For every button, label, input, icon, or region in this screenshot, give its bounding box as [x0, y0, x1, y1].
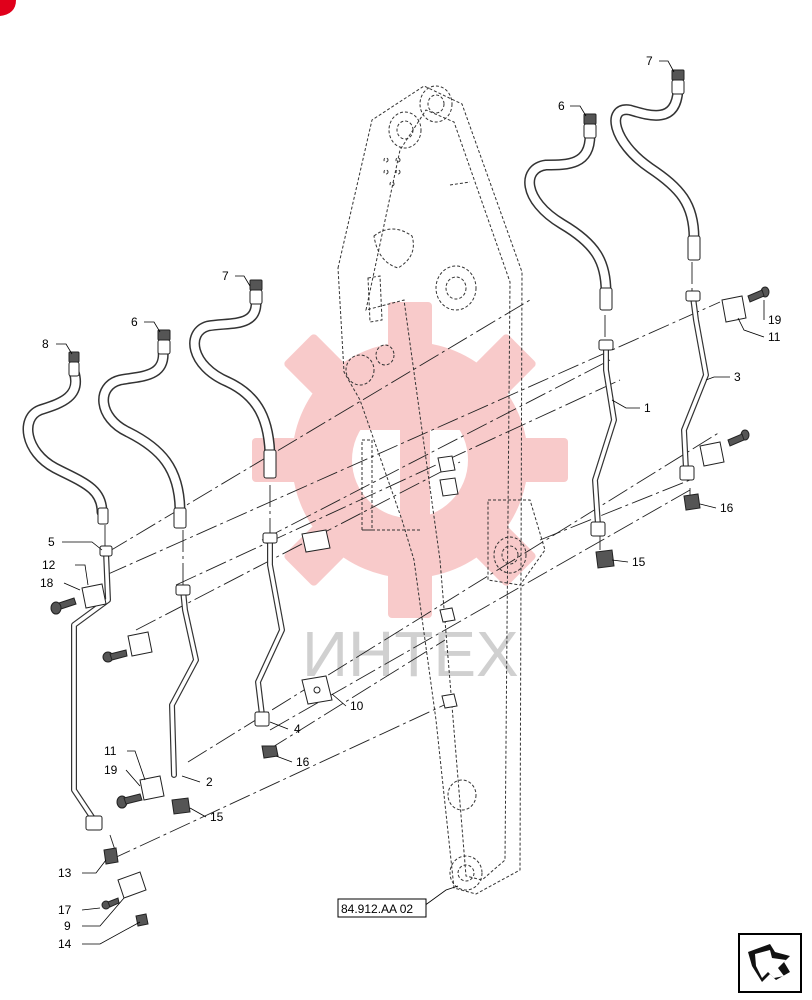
callout-19-upper: 19 — [768, 313, 782, 327]
tube-1 — [590, 339, 617, 537]
callout-9: 9 — [64, 919, 71, 933]
callout-1: 1 — [644, 401, 651, 415]
tube-4 — [254, 532, 285, 727]
callout-6-left: 6 — [131, 315, 138, 329]
callout-16-right: 16 — [720, 501, 734, 515]
callout-14: 14 — [58, 937, 72, 951]
hose-7-left — [189, 294, 276, 466]
watermark-text: ИНТЕХ — [302, 618, 519, 690]
callout-5: 5 — [48, 535, 55, 549]
callout-3: 3 — [734, 370, 741, 384]
reference-code: 84.912.AA 02 — [341, 902, 413, 916]
callout-16-left: 16 — [296, 755, 310, 769]
callout-7-right: 7 — [646, 54, 653, 68]
callout-labels: 1 2 3 4 5 6 6 7 7 8 9 10 11 11 12 13 14 … — [40, 54, 782, 951]
hose-7-right — [610, 84, 700, 244]
hose-8 — [22, 366, 108, 518]
callout-6-right: 6 — [558, 99, 565, 113]
small-parts — [50, 286, 770, 927]
callout-15-left: 15 — [210, 810, 224, 824]
callout-18: 18 — [40, 576, 54, 590]
callout-11-upper: 11 — [768, 330, 781, 344]
excavator-boom — [337, 85, 546, 895]
reference-code-box: 84.912.AA 02 — [337, 898, 427, 918]
callout-17: 17 — [58, 903, 72, 917]
tube-2 — [169, 584, 199, 778]
tube-3 — [679, 290, 709, 481]
callout-12: 12 — [42, 558, 56, 572]
callout-4: 4 — [294, 722, 301, 736]
leader-lines — [56, 60, 765, 945]
callout-10: 10 — [350, 699, 364, 713]
callout-13: 13 — [58, 866, 72, 880]
callout-8: 8 — [42, 337, 49, 351]
callout-19-lower: 19 — [104, 763, 118, 777]
hose-fittings — [68, 69, 701, 529]
tube-5 — [71, 545, 113, 831]
assembly-center-lines — [104, 262, 721, 861]
callout-2: 2 — [206, 775, 213, 789]
hose-6-left — [98, 344, 186, 518]
callout-7-left: 7 — [222, 269, 229, 283]
callout-11-lower: 11 — [104, 744, 117, 758]
next-page-arrow-icon[interactable] — [738, 933, 802, 993]
red-corner-marker-icon — [0, 0, 16, 16]
hose-6-right — [524, 129, 612, 298]
gear-watermark-icon — [252, 302, 568, 618]
callout-15-right: 15 — [632, 555, 646, 569]
